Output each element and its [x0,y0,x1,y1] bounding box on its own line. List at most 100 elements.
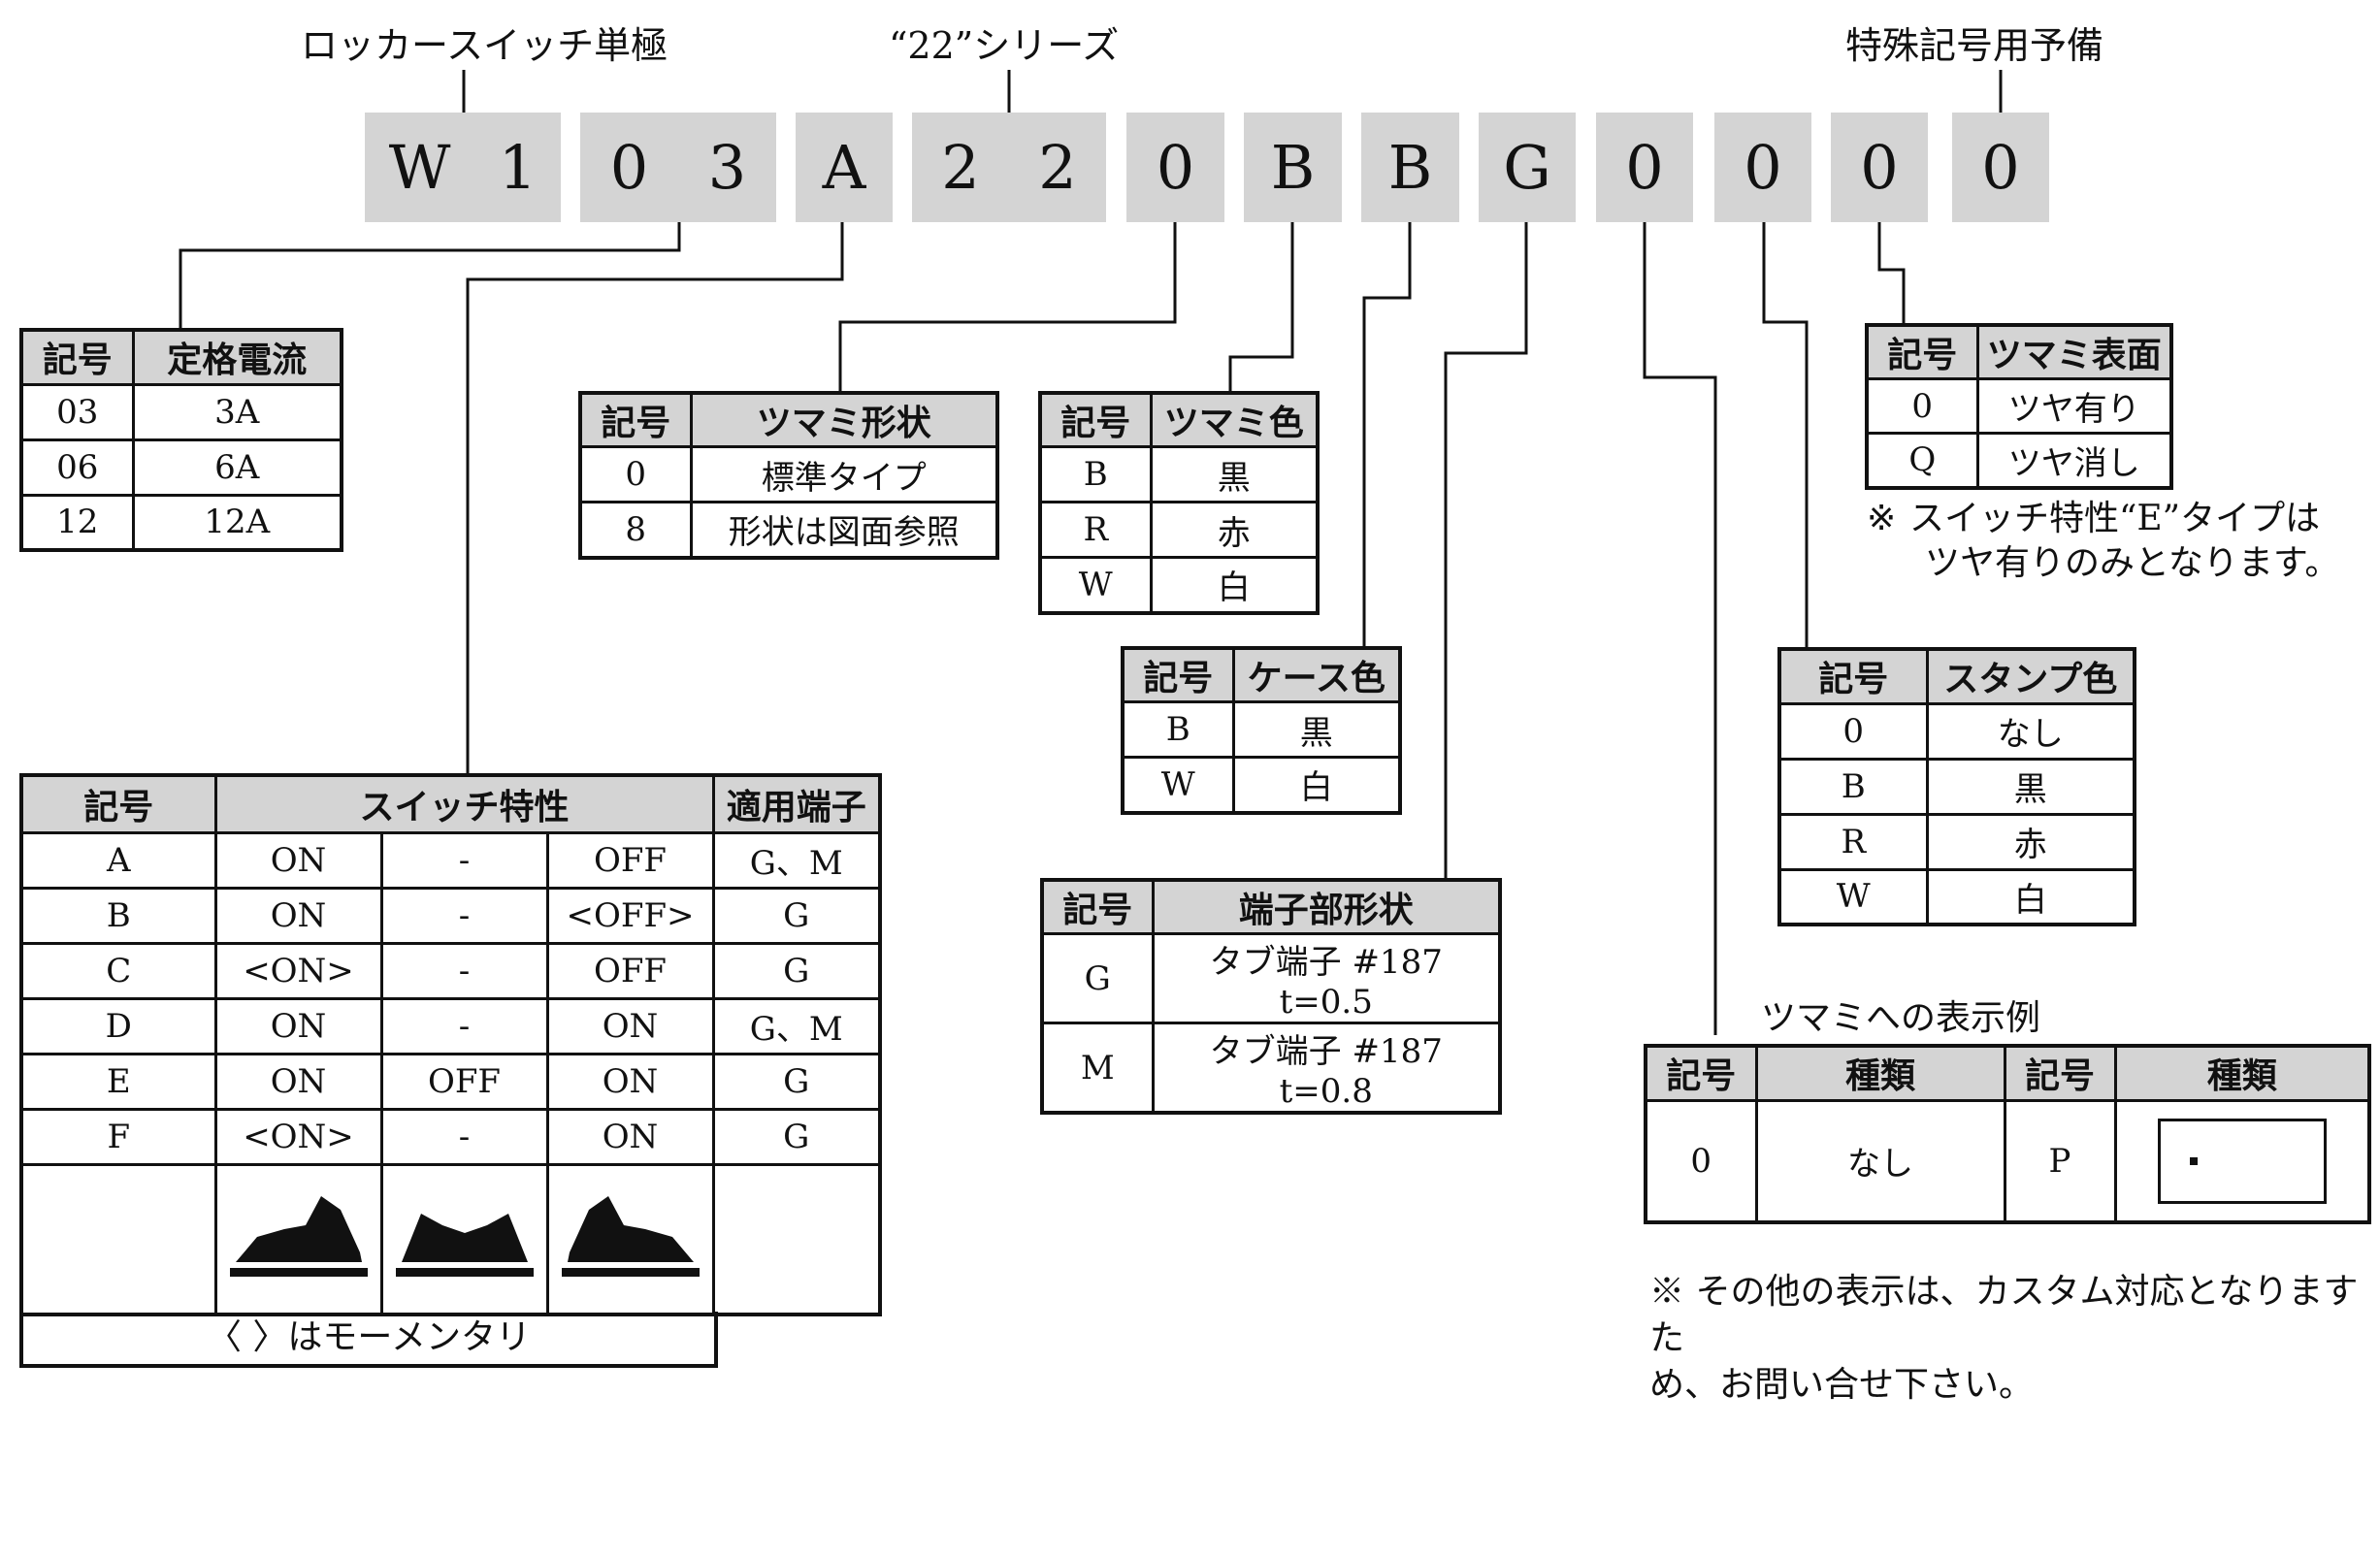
case-color-table: 記号 ケース色 B 黒 W 白 [1121,646,1402,815]
knob-surface-note: ※スイッチ特性“E”タイプは ツヤ有りのみとなります。 [1867,497,2339,586]
cell: 0 [1644,1098,1758,1224]
note-line: その他の表示は、カスタム対応となりますた [1649,1272,2359,1358]
cell: M [1040,1022,1155,1115]
code-group-8: G [1479,113,1576,222]
cell: 黒 [1925,757,2136,816]
cell: B [1777,757,1929,816]
cell: R [1038,501,1153,559]
cell: 標準タイプ [689,445,999,503]
cell: G [711,886,882,945]
cell: A [19,830,217,890]
knob-shape-table: 記号 ツマミ形状 0 標準タイプ 8 形状は図面参照 [578,391,999,560]
code-char: B [1270,132,1316,203]
cell: 12 [19,493,135,552]
cell: G、M [711,996,882,1055]
cell: 黒 [1231,700,1402,759]
knob-surface-table: 記号 ツマミ表面 0 ツヤ有り Q ツヤ消し [1865,323,2173,490]
cell: G [1040,932,1155,1024]
cell: ツヤ有り [1975,377,2173,435]
header-knob-shape: ツマミ形状 [689,391,999,448]
note-mark: ※ [1867,499,1897,538]
cell: B [1038,445,1153,503]
header-rated-current: 定格電流 [131,328,343,386]
header-stamp-color: スタンプ色 [1925,647,2136,705]
terminal-shape-table: 記号 端子部形状 G タブ端子 #187 t=0.5 M タブ端子 #187 t… [1040,878,1502,1115]
cell: B [19,886,217,945]
cell: 8 [578,501,693,559]
code-char: A [822,132,866,203]
cell: W [1038,556,1153,614]
cell: 形状は図面参照 [689,501,999,559]
cell: F [19,1107,217,1166]
header-type: 種類 [2113,1044,2371,1102]
cell: ON [213,886,383,945]
rocker-switch-label: ロッカースイッチ単極 [301,24,668,67]
code-group-11: 0 [1831,113,1928,222]
header-symbol: 記号 [1777,647,1929,705]
display-example-table: 記号 種類 記号 種類 0 なし P [1644,1044,2371,1224]
cell: 赤 [1925,812,2136,871]
cell: タブ端子 #187 t=0.8 [1151,1022,1502,1115]
code-char: 0 [1625,132,1664,203]
cell: ON [213,830,383,890]
cell: 白 [1149,556,1320,614]
cell: B [1121,700,1235,759]
cell: なし [1754,1098,2006,1224]
code-group-1: W 1 [365,113,561,222]
cell: W [1121,756,1235,814]
cell: 0 [578,445,693,503]
code-group-4: 2 2 [912,113,1106,222]
rated-current-table: 記号 定格電流 03 3A 06 6A 12 12A [19,328,343,552]
code-group-7: B [1361,113,1459,222]
cell: 黒 [1149,445,1320,503]
header-case-color: ケース色 [1231,646,1402,703]
rocker-left-pressed-icon [229,1195,368,1277]
cell: 6A [131,438,343,497]
cell: 12A [131,493,343,552]
rocker-center-neutral-icon [395,1213,534,1277]
code-char: 1 [498,132,538,203]
cell: E [19,1052,217,1111]
header-applicable-terminal: 適用端子 [711,773,882,834]
header-terminal-shape: 端子部形状 [1151,878,1502,935]
cell: ON [213,1052,383,1111]
code-char: 2 [941,132,980,203]
cell: <OFF> [545,886,715,945]
cell: ツヤ消し [1975,432,2173,489]
header-symbol: 記号 [578,391,693,448]
code-char: 0 [1744,132,1782,203]
note-line: め、お問い合せ下さい。 [1649,1365,2035,1405]
cell: G [711,1107,882,1166]
header-knob-surface: ツマミ表面 [1975,323,2173,380]
cell: G [711,941,882,1000]
code-char: W [388,132,451,203]
code-char: 0 [1981,132,2020,203]
special-reserve-label: 特殊記号用予備 [1845,24,2104,67]
momentary-footnote: 〈 〉はモーメンタリ [206,1317,531,1357]
cell: ON [213,996,383,1055]
header-symbol: 記号 [1121,646,1235,703]
cell: ON [545,1052,715,1111]
code-group-12: 0 [1952,113,2049,222]
dot-indicator-icon [2189,1156,2198,1165]
display-example-caption: ツマミへの表示例 [1761,998,2041,1038]
code-group-2: 0 3 [580,113,776,222]
header-knob-color: ツマミ色 [1149,391,1320,448]
code-group-6: B [1244,113,1342,222]
cell: P [2003,1098,2117,1224]
header-symbol: 記号 [2003,1044,2117,1102]
cell: G、M [711,830,882,890]
cell: 白 [1925,867,2136,926]
code-char: 2 [1038,132,1077,203]
cell: Q [1865,432,1979,489]
series-label: “22”シリーズ [889,24,1120,67]
momentary-footnote-box: 〈 〉はモーメンタリ [19,1312,718,1368]
header-symbol: 記号 [19,773,217,834]
cell: <ON> [213,941,383,1000]
note-line: ツヤ有りのみとなります。 [1925,543,2340,583]
switch-characteristics-table: 記号 スイッチ特性 適用端子 A ON - OFF G、M B ON - <OF… [19,773,883,1316]
cell: OFF [545,941,715,1000]
cell: - [379,1107,549,1166]
